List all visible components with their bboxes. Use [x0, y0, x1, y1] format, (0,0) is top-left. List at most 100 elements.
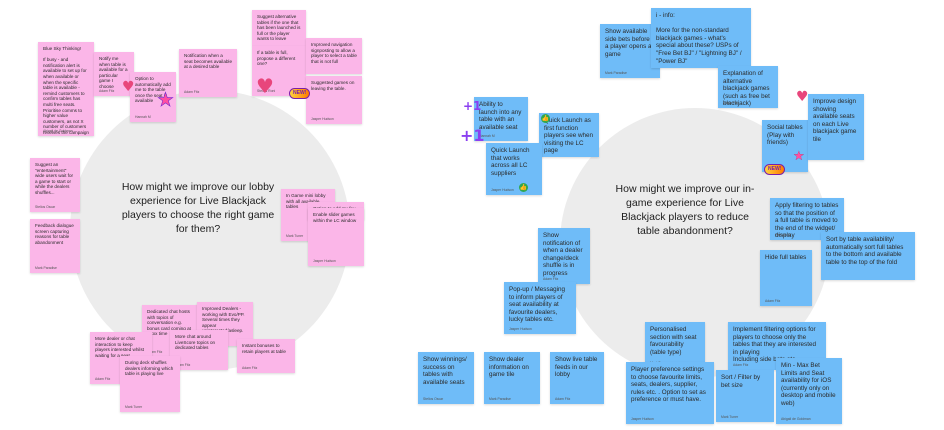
sticky-note[interactable]: Enable slider games within the LC window…	[308, 208, 364, 266]
sticky-note[interactable]: i - info: More for the non-standard blac…	[651, 8, 751, 68]
sticky-note[interactable]: Sort / Filter by bet size Mark Tuner	[716, 370, 774, 422]
sticky-note[interactable]: Social tables (Play with friends) Mark T…	[762, 120, 808, 172]
sticky-note[interactable]: Show notification of when a dealer chang…	[538, 228, 590, 284]
sticky-note[interactable]: Pop-up / Messaging to inform players of …	[504, 282, 576, 334]
sticky-note[interactable]: Show winnings/ success on tables with av…	[418, 352, 474, 404]
star-icon: ★	[793, 149, 805, 164]
note-text: Suggest an "entertainment" wide users wa…	[35, 162, 74, 195]
thumbs-up-icon: 👍	[541, 114, 550, 123]
sticky-note[interactable]: Improve design showing available seats o…	[808, 94, 864, 160]
note-author: Jasper Hudson	[311, 117, 334, 121]
star-icon: ★	[157, 89, 175, 111]
note-author: Stelios Oscar	[35, 205, 56, 209]
note-text: Dedicated chat hosts with topics of conv…	[147, 309, 191, 337]
note-author: Adam Fitz	[242, 366, 258, 370]
note-author: Adam Fitz	[733, 363, 749, 367]
note-text: Improve design showing available seats o…	[813, 98, 857, 143]
note-author: Adam Fitz	[99, 89, 115, 93]
note-author: Adam Fitz	[147, 350, 163, 354]
note-author: Jasper Hudson	[491, 188, 514, 192]
note-text: Notification when a seat becomes availab…	[184, 53, 233, 70]
sticky-note[interactable]: Explanation of alternative blackjack gam…	[718, 66, 778, 108]
sticky-note[interactable]: Notify me when table is available for a …	[94, 52, 134, 96]
note-author: Adam Fitz	[765, 299, 781, 303]
sticky-note[interactable]: Show available side bets before a player…	[600, 24, 660, 78]
note-author: Mark Paradise	[35, 266, 57, 270]
note-author: Mark Tuner	[721, 415, 739, 419]
sticky-note[interactable]: Instant bonuses to retain players at tab…	[237, 339, 295, 373]
note-text: Apply filtering to tables so that the po…	[775, 202, 839, 240]
sticky-note[interactable]: Sort by table availability/ automaticall…	[821, 232, 915, 280]
plus-one-icon: +1	[460, 126, 485, 145]
note-author: Abigail de Goldman	[43, 129, 73, 133]
note-text: In Game mini lobby with all available ta…	[286, 193, 326, 210]
note-text: More dealer or chat interaction to keep …	[95, 336, 145, 358]
heart-icon: ♥	[122, 79, 135, 95]
note-author: Mark Tuner	[125, 405, 143, 409]
sticky-note[interactable]: Hide full tables Adam Fitz	[760, 250, 812, 306]
right-question: How might we improve our in-game experie…	[615, 183, 755, 237]
sticky-note[interactable]: If a table is full, propose a different …	[252, 46, 306, 96]
note-text: Suggest alternative tables if the one th…	[257, 14, 301, 42]
note-author: Adam Fitz	[95, 377, 111, 381]
note-text: Show live table feeds in our lobby	[555, 356, 598, 379]
sticky-note[interactable]: Show live table feeds in our lobby Adam …	[550, 352, 604, 404]
note-author: Adam Fitz	[555, 397, 571, 401]
sticky-note[interactable]: Min - Max Bet Limits and Seat availabili…	[776, 358, 842, 424]
note-text: Player preference settings to choose fav…	[631, 366, 706, 404]
note-text: Suggested games on leaving the table.	[311, 80, 355, 91]
note-text: Show dealer information on game tile	[489, 356, 529, 379]
note-text: If a table is full, propose a different …	[257, 50, 296, 67]
sticky-note[interactable]: Notification when a seat becomes availab…	[179, 49, 237, 97]
note-author: Hannah M	[479, 134, 495, 138]
sticky-note[interactable]: Suggest alternative tables if the one th…	[252, 10, 306, 46]
note-author: Jasper Hudson	[631, 417, 654, 421]
thumbs-up-icon: 👍	[519, 183, 528, 192]
note-text: Enable slider games within the LC window	[313, 212, 357, 223]
note-text: Sort / Filter by bet size	[721, 374, 761, 389]
note-text: Improved navigation signposting to allow…	[311, 42, 357, 64]
new-badge-icon: NEW!	[289, 88, 311, 99]
note-text: Blue Sky Thinking! If busy - and notific…	[43, 46, 89, 136]
sticky-note[interactable]: Blue Sky Thinking! If busy - and notific…	[38, 42, 94, 136]
note-author: Adam Fitz	[723, 101, 739, 105]
sticky-note[interactable]: Ability to launch into any table with an…	[474, 97, 528, 141]
sticky-note[interactable]: Suggested games on leaving the table. Ja…	[306, 76, 362, 124]
sticky-note[interactable]: Personalised section with seat favourabi…	[645, 322, 705, 368]
note-author: Mark Paradise	[605, 71, 627, 75]
sticky-note[interactable]: Improved navigation signposting to allow…	[306, 38, 362, 74]
note-author: Mark Paradise	[489, 397, 511, 401]
note-text: Show available side bets before a player…	[605, 28, 652, 58]
note-text: Show notification of when a dealer chang…	[543, 232, 583, 277]
sticky-note[interactable]: Option to automatically add me to the ta…	[130, 72, 176, 122]
sticky-note[interactable]: Suggest an "entertainment" wide users wa…	[30, 158, 80, 212]
note-author: Hannah M	[775, 233, 791, 237]
note-text: i - info: More for the non-standard blac…	[656, 12, 742, 65]
note-author: Abigail de Goldman	[781, 417, 811, 421]
note-text: Option to automatically add me to the ta…	[135, 76, 171, 104]
note-author: Adam Fitz	[175, 363, 191, 367]
sticky-note[interactable]: Feedback dialogue screen capturing reaso…	[30, 219, 80, 273]
left-question: How might we improve our lobby experienc…	[121, 181, 275, 235]
note-text: More chat around LiveScore topics on ded…	[175, 334, 216, 351]
note-text: Min - Max Bet Limits and Seat availabili…	[781, 362, 836, 407]
note-text: Show winnings/ success on tables with av…	[423, 356, 467, 386]
heart-icon: ♥	[256, 74, 274, 98]
note-text: Hide full tables	[765, 254, 807, 261]
sticky-note[interactable]: Quick Launch that works across all LC su…	[486, 143, 542, 195]
plus-one-icon: +1	[463, 99, 482, 113]
sticky-note[interactable]: Quick Launch as first function players s…	[539, 113, 599, 157]
note-author: Hannah M	[135, 115, 151, 119]
note-text: Social tables (Play with friends)	[767, 124, 803, 147]
note-text: Sort by table availability/ automaticall…	[826, 236, 904, 266]
sticky-note[interactable]: During deck shuffles dealers informing w…	[120, 356, 180, 412]
note-author: Jasper Hudson	[509, 327, 532, 331]
note-text: Quick Launch as first function players s…	[544, 117, 594, 155]
sticky-note[interactable]: Show dealer information on game tile Mar…	[484, 352, 540, 404]
new-badge-icon: NEW!	[764, 164, 786, 175]
heart-icon: ♥	[796, 89, 809, 105]
note-text: Explanation of alternative blackjack gam…	[723, 70, 770, 108]
sticky-note[interactable]: Player preference settings to choose fav…	[626, 362, 714, 424]
note-text: Notify me when table is available for a …	[99, 56, 128, 89]
